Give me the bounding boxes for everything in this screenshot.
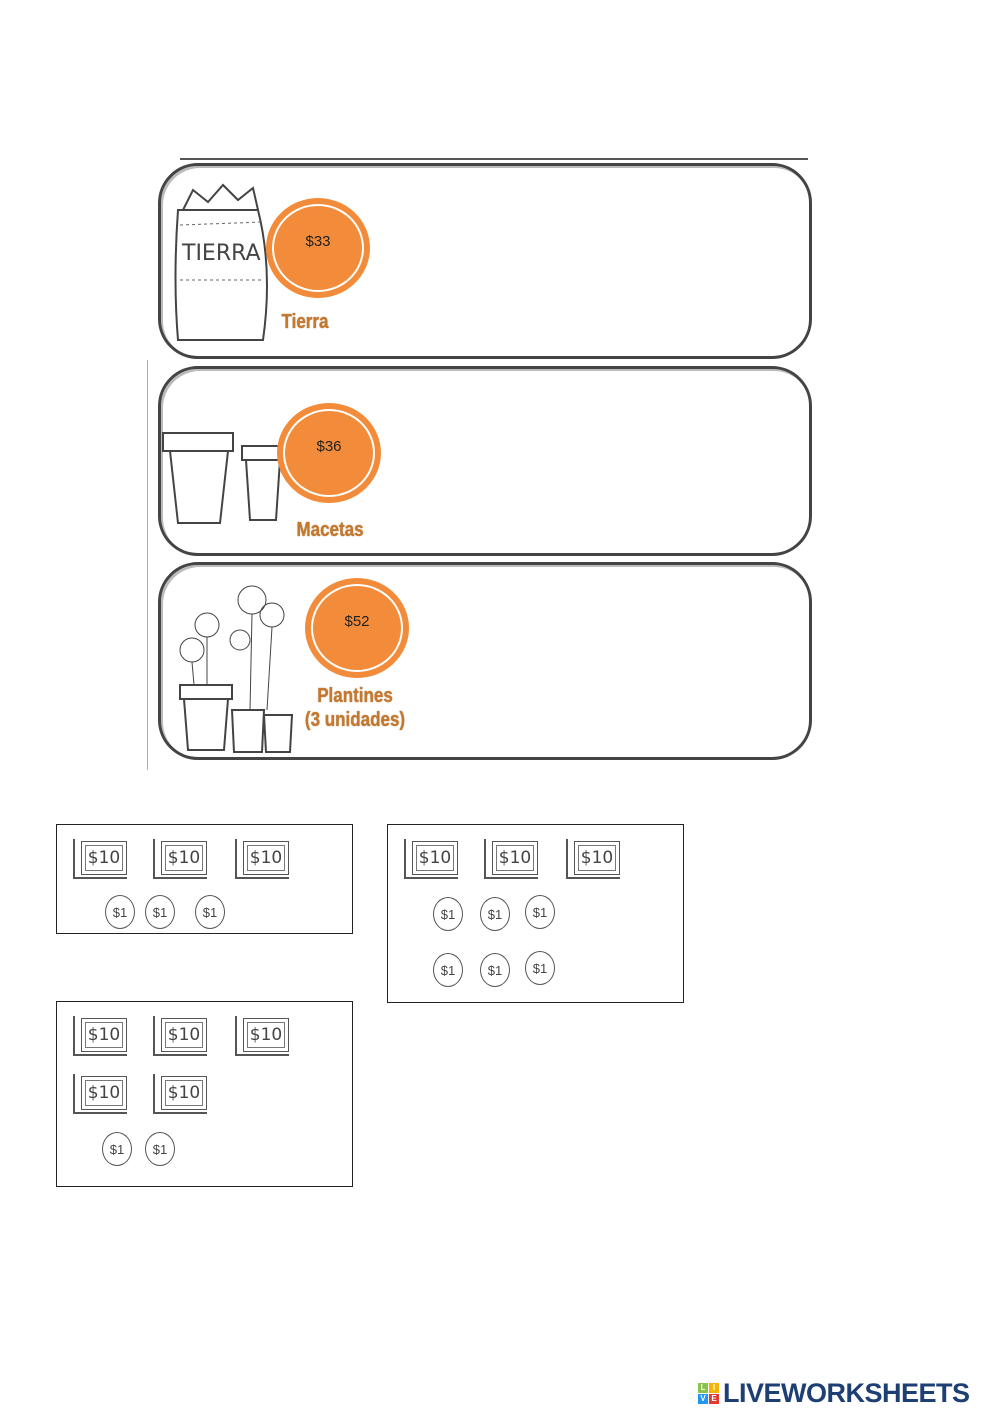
one-dollar-coin[interactable]: $1: [195, 895, 225, 929]
bill-label: $10: [81, 1076, 127, 1110]
ten-dollar-bill[interactable]: $10: [235, 1016, 289, 1056]
one-dollar-coin[interactable]: $1: [105, 895, 135, 929]
plants-icon: [179, 585, 294, 753]
bill-label: $10: [412, 841, 458, 875]
side-rule: [147, 360, 148, 770]
money-card-3[interactable]: $10 $10 $10 $10 $10 $1 $1: [56, 1001, 353, 1187]
price-circle-plantines: $52: [305, 578, 409, 678]
bill-label: $10: [243, 841, 289, 875]
flower-pots-icon: [162, 432, 285, 524]
item-panel-plantines[interactable]: [158, 562, 812, 760]
label-plantines: Plantines (3 unidades): [300, 684, 411, 732]
one-dollar-coin[interactable]: $1: [145, 1132, 175, 1166]
bill-label: $10: [492, 841, 538, 875]
price-macetas: $36: [316, 437, 342, 455]
ten-dollar-bill[interactable]: $10: [235, 839, 289, 879]
top-rule: [180, 158, 808, 160]
bill-label: $10: [161, 1076, 207, 1110]
one-dollar-coin[interactable]: $1: [480, 953, 510, 987]
ten-dollar-bill[interactable]: $10: [153, 839, 207, 879]
ten-dollar-bill[interactable]: $10: [404, 839, 458, 879]
ten-dollar-bill[interactable]: $10: [153, 1016, 207, 1056]
ten-dollar-bill[interactable]: $10: [566, 839, 620, 879]
price-circle-macetas: $36: [277, 403, 381, 503]
label-tierra: Tierra: [281, 311, 329, 333]
bill-label: $10: [161, 1018, 207, 1052]
money-card-2[interactable]: $10 $10 $10 $1 $1 $1 $1 $1 $1: [387, 824, 684, 1003]
label-macetas: Macetas: [296, 519, 364, 541]
price-tierra: $33: [305, 232, 331, 250]
label-plantines-line1: Plantines: [317, 685, 393, 707]
one-dollar-coin[interactable]: $1: [433, 953, 463, 987]
ten-dollar-bill[interactable]: $10: [73, 1016, 127, 1056]
bill-label: $10: [161, 841, 207, 875]
money-card-1[interactable]: $10 $10 $10 $1 $1 $1: [56, 824, 353, 934]
ten-dollar-bill[interactable]: $10: [153, 1074, 207, 1114]
soil-bag-icon: TIERRA: [174, 183, 268, 341]
ten-dollar-bill[interactable]: $10: [484, 839, 538, 879]
one-dollar-coin[interactable]: $1: [102, 1132, 132, 1166]
one-dollar-coin[interactable]: $1: [480, 897, 510, 931]
bill-label: $10: [574, 841, 620, 875]
one-dollar-coin[interactable]: $1: [525, 895, 555, 929]
ten-dollar-bill[interactable]: $10: [73, 1074, 127, 1114]
label-plantines-line2: (3 unidades): [304, 709, 406, 731]
bill-label: $10: [81, 1018, 127, 1052]
one-dollar-coin[interactable]: $1: [433, 897, 463, 931]
one-dollar-coin[interactable]: $1: [145, 895, 175, 929]
price-plantines: $52: [344, 612, 370, 630]
bag-text: TIERRA: [181, 241, 261, 266]
price-circle-tierra: $33: [266, 198, 370, 298]
bill-label: $10: [243, 1018, 289, 1052]
one-dollar-coin[interactable]: $1: [525, 951, 555, 985]
logo-text: LIVEWORKSHEETS: [723, 1378, 970, 1408]
bill-label: $10: [81, 841, 127, 875]
ten-dollar-bill[interactable]: $10: [73, 839, 127, 879]
